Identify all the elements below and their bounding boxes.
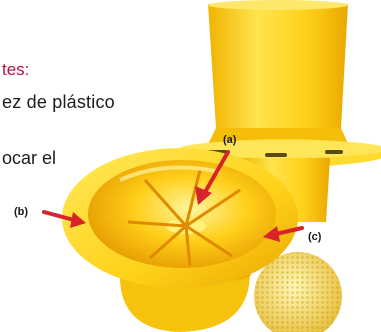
body-text-line-1: ez de plástico xyxy=(2,92,115,113)
section-heading-fragment: tes: xyxy=(2,60,29,80)
body-text-line-2: ocar el xyxy=(2,148,56,169)
collection-cup xyxy=(206,0,350,148)
callout-label-c: (c) xyxy=(308,231,321,243)
callout-label-b: (b) xyxy=(14,206,28,218)
funnel-entrance xyxy=(62,148,298,288)
callout-label-a: (a) xyxy=(223,134,236,146)
